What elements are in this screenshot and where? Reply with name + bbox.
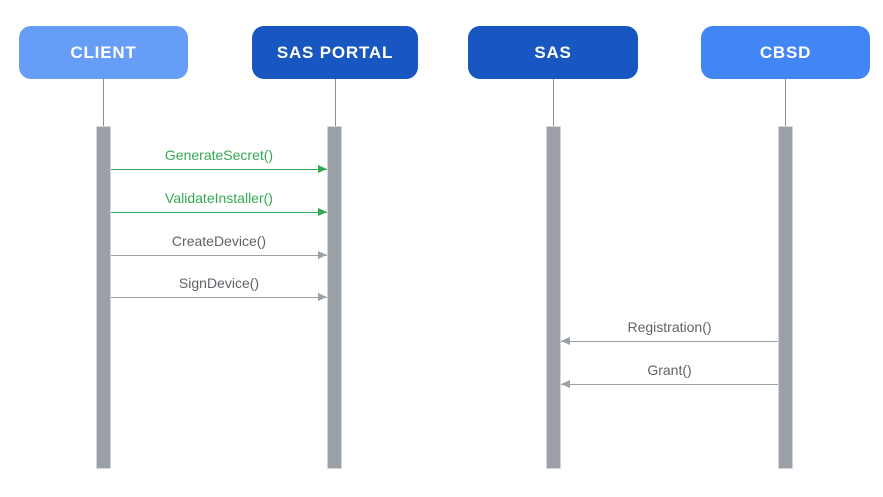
message-label: ValidateInstaller(): [165, 190, 273, 206]
actor-label-client: CLIENT: [70, 42, 137, 62]
arrowhead-right-icon: [318, 165, 327, 173]
actor-box-sas: SAS: [468, 26, 638, 79]
actor-label-sas-portal: SAS PORTAL: [276, 42, 394, 62]
message-sign-device: SignDevice(): [111, 274, 327, 302]
message-label: SignDevice(): [178, 275, 260, 291]
message-arrow-line: [561, 337, 778, 345]
message-grant: Grant(): [561, 361, 778, 389]
lifeline-cbsd: [785, 79, 786, 126]
message-generate-secret: GenerateSecret(): [111, 146, 327, 174]
message-validate-installer: ValidateInstaller(): [111, 189, 327, 217]
activation-bar-cbsd: [778, 126, 793, 469]
activation-bar-sas: [546, 126, 561, 469]
message-create-device: CreateDevice(): [111, 232, 327, 260]
arrowhead-right-icon: [318, 251, 327, 259]
actor-label-cbsd: CBSD: [759, 42, 812, 62]
message-label: GenerateSecret(): [164, 147, 274, 163]
message-label: CreateDevice(): [171, 233, 267, 249]
arrowhead-left-icon: [561, 337, 570, 345]
message-arrow-line: [111, 251, 327, 259]
message-arrow-line: [111, 208, 327, 216]
message-arrow-line: [111, 165, 327, 173]
activation-bar-sas-portal: [327, 126, 342, 469]
actor-box-sas-portal: SAS PORTAL: [252, 26, 418, 79]
actor-label-sas: SAS: [534, 42, 572, 62]
lifeline-sas: [553, 79, 554, 126]
lifeline-sas-portal: [335, 79, 336, 126]
lifeline-client: [103, 79, 104, 126]
activation-bar-client: [96, 126, 111, 469]
arrowhead-left-icon: [561, 380, 570, 388]
message-label: Registration(): [627, 319, 712, 335]
message-arrow-line: [111, 293, 327, 301]
arrowhead-right-icon: [318, 293, 327, 301]
actor-box-cbsd: CBSD: [701, 26, 870, 79]
message-label: Grant(): [647, 362, 692, 378]
message-arrow-line: [561, 380, 778, 388]
message-registration: Registration(): [561, 318, 778, 346]
actor-box-client: CLIENT: [19, 26, 188, 79]
arrowhead-right-icon: [318, 208, 327, 216]
